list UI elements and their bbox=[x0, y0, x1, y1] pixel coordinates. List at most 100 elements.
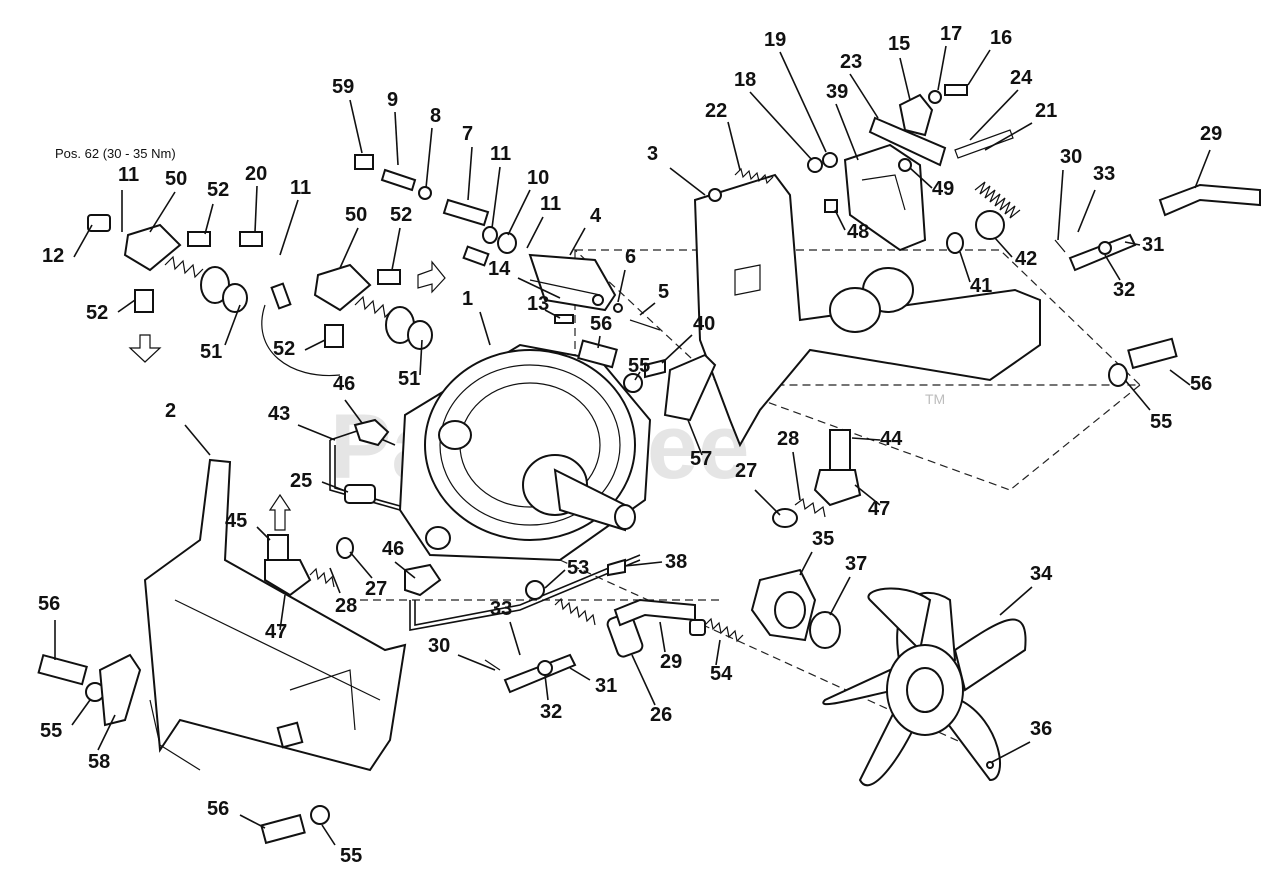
leader-59 bbox=[349, 99, 363, 154]
callout-29: 29 bbox=[660, 651, 682, 673]
leader-23 bbox=[849, 73, 879, 119]
callout-55: 55 bbox=[1150, 411, 1172, 433]
callout-29: 29 bbox=[1200, 123, 1222, 145]
callout-47: 47 bbox=[265, 621, 287, 643]
leader-52 bbox=[204, 203, 214, 235]
callout-11: 11 bbox=[290, 177, 311, 199]
leader-42 bbox=[994, 237, 1013, 258]
right-plate bbox=[693, 173, 1041, 448]
callout-51: 51 bbox=[200, 341, 222, 363]
leader-31 bbox=[1124, 241, 1141, 246]
leader-15 bbox=[899, 57, 911, 101]
callout-52: 52 bbox=[273, 338, 295, 360]
callout-3: 3 bbox=[647, 143, 658, 165]
leader-46 bbox=[394, 561, 416, 579]
callout-48: 48 bbox=[847, 221, 869, 243]
leader-12 bbox=[73, 224, 93, 258]
callout-8: 8 bbox=[430, 105, 441, 127]
callout-52: 52 bbox=[390, 204, 412, 226]
callout-27: 27 bbox=[365, 578, 387, 600]
leader-28 bbox=[329, 567, 341, 594]
leader-5 bbox=[639, 302, 656, 316]
leader-21 bbox=[984, 122, 1033, 151]
bolt-56-bottom bbox=[260, 805, 330, 845]
callout-11: 11 bbox=[540, 193, 561, 215]
leader-45 bbox=[256, 526, 271, 541]
callout-15: 15 bbox=[888, 33, 910, 55]
leader-55 bbox=[321, 824, 336, 846]
linkage-top-right bbox=[1054, 233, 1137, 272]
callout-55: 55 bbox=[340, 845, 362, 867]
washer-41 bbox=[946, 232, 964, 254]
callout-43: 43 bbox=[268, 403, 290, 425]
ring-37 bbox=[809, 611, 841, 649]
leader-31 bbox=[569, 667, 591, 681]
callout-30: 30 bbox=[428, 635, 450, 657]
leader-43 bbox=[297, 424, 336, 441]
leader-46 bbox=[344, 399, 363, 424]
bolt-56-right bbox=[1108, 337, 1178, 387]
leader-49 bbox=[909, 167, 933, 189]
leader-52 bbox=[117, 299, 136, 313]
leader-27 bbox=[754, 489, 781, 516]
leader-37 bbox=[829, 576, 851, 616]
callout-22: 22 bbox=[705, 100, 727, 122]
pin-38 bbox=[607, 558, 626, 577]
leader-47 bbox=[279, 594, 286, 631]
bolt-26 bbox=[554, 597, 644, 658]
callout-21: 21 bbox=[1035, 100, 1057, 122]
callout-24: 24 bbox=[1010, 67, 1033, 89]
linkage-lower bbox=[484, 653, 577, 694]
leader-58 bbox=[97, 714, 116, 751]
callout-1: 1 bbox=[462, 288, 473, 310]
bolt-54 bbox=[689, 617, 744, 643]
leader-30 bbox=[1057, 169, 1064, 241]
callout-47: 47 bbox=[868, 498, 890, 520]
leader-54 bbox=[715, 639, 721, 666]
flow-arrow-down bbox=[128, 334, 162, 363]
callout-32: 32 bbox=[1113, 279, 1135, 301]
callout-13: 13 bbox=[527, 293, 549, 315]
callout-50: 50 bbox=[165, 168, 187, 190]
callout-14: 14 bbox=[488, 258, 511, 280]
callout-39: 39 bbox=[826, 81, 848, 103]
callout-52: 52 bbox=[207, 179, 229, 201]
flow-arrow-right bbox=[417, 260, 446, 294]
block-15 bbox=[898, 93, 934, 137]
leader-29 bbox=[1194, 149, 1211, 189]
leader-38 bbox=[624, 561, 663, 567]
callout-26: 26 bbox=[650, 704, 672, 726]
leader-2 bbox=[184, 424, 211, 456]
bolt-16 bbox=[944, 84, 968, 96]
leader-9 bbox=[394, 111, 399, 166]
leader-4 bbox=[569, 227, 586, 256]
hose-29-top bbox=[1158, 183, 1261, 217]
leader-56 bbox=[1169, 369, 1191, 386]
bracket-23 bbox=[868, 116, 947, 167]
callout-52: 52 bbox=[86, 302, 108, 324]
pin-36 bbox=[986, 761, 994, 769]
leader-11 bbox=[526, 216, 544, 249]
leader-16 bbox=[967, 49, 991, 86]
callout-49: 49 bbox=[932, 178, 954, 200]
leader-50 bbox=[149, 191, 176, 233]
fitting-row-top bbox=[354, 154, 517, 267]
leader-1 bbox=[479, 311, 491, 346]
callout-16: 16 bbox=[990, 27, 1012, 49]
leader-55 bbox=[71, 699, 91, 726]
callout-56: 56 bbox=[1190, 373, 1212, 395]
leader-20 bbox=[254, 185, 258, 233]
screw-13 bbox=[554, 314, 574, 324]
leader-24 bbox=[969, 89, 1019, 141]
fan-34 bbox=[822, 587, 1027, 787]
callout-45: 45 bbox=[225, 510, 247, 532]
callout-44: 44 bbox=[880, 428, 903, 450]
leader-56 bbox=[239, 814, 266, 829]
leader-36 bbox=[991, 741, 1031, 763]
pin-40 bbox=[644, 358, 666, 379]
valve-block-4 bbox=[528, 253, 617, 312]
leader-27 bbox=[349, 551, 373, 579]
leader-lines bbox=[54, 45, 1211, 846]
callout-57: 57 bbox=[690, 448, 712, 470]
